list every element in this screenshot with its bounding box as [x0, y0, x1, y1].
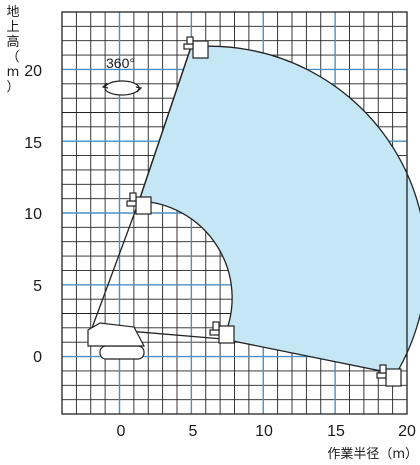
- y-axis-label: 地上高（m）: [6, 5, 19, 95]
- y-tick-15: 15: [24, 135, 42, 152]
- basket-upper-icon: [126, 192, 152, 215]
- boom-line-top: [138, 46, 192, 202]
- basket-upper-body: [135, 196, 152, 215]
- y-tick-0: 0: [33, 349, 42, 366]
- basket-low-body: [218, 325, 235, 344]
- basket-low-icon: [209, 321, 235, 344]
- basket-low-rail-a: [209, 329, 220, 336]
- chassis-icon: [87, 322, 145, 347]
- rotation-indicator: 360°: [101, 55, 143, 96]
- rotation-arrow-left-icon: [101, 82, 109, 89]
- basket-top-icon: [183, 36, 209, 59]
- x-tick-5: 5: [189, 423, 198, 440]
- basket-top-body: [192, 40, 209, 59]
- rotation-ellipse-icon: [104, 80, 140, 96]
- y-tick-5: 5: [33, 278, 42, 295]
- basket-far-rail-b: [379, 364, 387, 374]
- basket-top-rail-a: [183, 43, 194, 50]
- rotation-arrow-right-icon: [135, 86, 143, 93]
- machine-base-icon: [87, 322, 145, 360]
- x-ticks: 0 5 10 15 20: [117, 423, 416, 440]
- basket-far-icon: [376, 364, 402, 387]
- x-tick-0: 0: [117, 423, 126, 440]
- basket-upper-rail-a: [126, 200, 137, 207]
- x-tick-20: 20: [398, 423, 416, 440]
- boom-line-upper: [91, 200, 140, 329]
- y-tick-10: 10: [24, 206, 42, 223]
- basket-upper-rail-b: [129, 192, 137, 202]
- x-axis-label: 作業半径（m）: [327, 446, 418, 462]
- x-tick-15: 15: [327, 423, 345, 440]
- basket-low-rail-b: [212, 321, 220, 331]
- working-envelope: [138, 45, 420, 375]
- y-ticks: 0 5 10 15 20: [24, 63, 42, 366]
- track-icon: [99, 345, 145, 360]
- x-tick-10: 10: [255, 423, 273, 440]
- basket-far-body: [385, 368, 402, 387]
- basket-far-rail-a: [376, 372, 387, 379]
- basket-top-rail-b: [186, 36, 194, 45]
- y-tick-20: 20: [24, 63, 42, 80]
- plot-frame: [61, 11, 408, 415]
- rotation-label: 360°: [106, 55, 135, 71]
